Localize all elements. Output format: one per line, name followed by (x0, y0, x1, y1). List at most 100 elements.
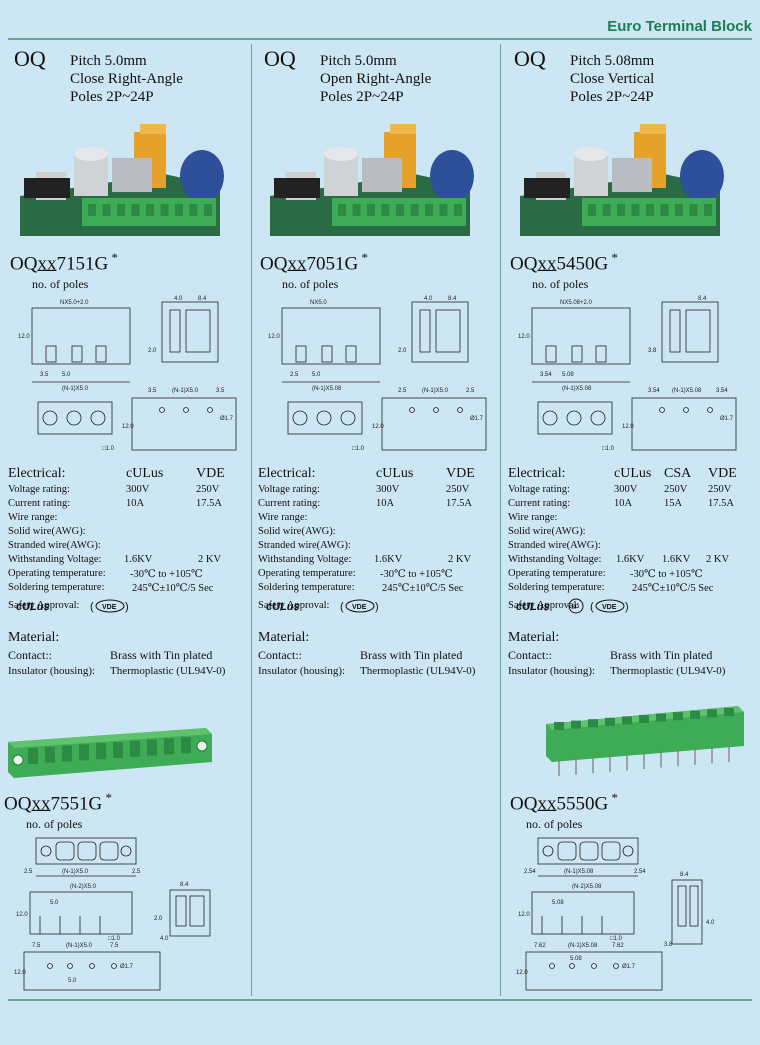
svg-text:VDE: VDE (102, 604, 117, 611)
soldering-temperature: Soldering temperature: 245℃±10℃/5 Sec (258, 582, 464, 594)
connector-slot (147, 739, 157, 756)
connector-slot (588, 719, 598, 728)
withstanding-voltage: Withstanding Voltage: 1.6KV 1.6KV 2 KV (508, 554, 730, 565)
connector-slot (410, 204, 419, 216)
svg-text:12.0: 12.0 (372, 424, 384, 430)
svg-text:Ø1.7: Ø1.7 (470, 416, 484, 422)
svg-text:(: ( (90, 601, 94, 613)
model-number: OQxx5450G * (510, 250, 618, 275)
svg-text:Ø1.7: Ø1.7 (220, 416, 234, 422)
series-name: OQ (264, 46, 296, 71)
safety-marks: cULus VDE() (266, 599, 379, 613)
svg-text:3.5: 3.5 (40, 372, 49, 378)
svg-text:7.62: 7.62 (534, 943, 546, 949)
connector-slot (704, 204, 712, 216)
insulator-material: Insulator (housing):Thermoplastic (UL94V… (258, 665, 476, 677)
material-title: Material: (8, 630, 60, 645)
svg-text:3.8: 3.8 (648, 348, 657, 354)
product-column-3: OQ Pitch 5.08mm Close Vertical Poles 2P~… (508, 44, 756, 994)
svg-text:(N-1)X5.08: (N-1)X5.08 (312, 386, 342, 392)
connector-slot (146, 204, 154, 216)
orientation-label: Close Vertical (570, 71, 655, 87)
svg-text:NX5.0+2.0: NX5.0+2.0 (60, 300, 89, 306)
svg-text:5.0: 5.0 (68, 978, 77, 984)
svg-text:4.0: 4.0 (424, 296, 433, 302)
svg-text:2.5: 2.5 (132, 869, 141, 875)
svg-text:cULus: cULus (16, 601, 50, 613)
connector-slot (675, 204, 683, 216)
connector-photo-7551g (8, 728, 212, 778)
current-rating: Current rating: 10A 15A 17.5A (508, 498, 734, 509)
svg-text:cULus: cULus (516, 601, 550, 613)
svg-text:12.0: 12.0 (518, 912, 530, 918)
connector-slot (439, 204, 448, 216)
electrical-specs: Electrical: cULus CSA VDE Voltage rating… (508, 466, 752, 618)
column-divider (251, 44, 252, 996)
solid-wire: Solid wire(AWG): (8, 526, 86, 537)
svg-text:): ) (625, 601, 629, 613)
insulator-material: Insulator (housing):Thermoplastic (UL94V… (8, 665, 226, 677)
product-column-2: OQ Pitch 5.0mm Open Right-Angle Poles 2P… (258, 44, 506, 994)
model-number-7551g: OQxx7551G * (4, 790, 112, 815)
svg-text:SP: SP (571, 605, 579, 611)
svg-text:3.5: 3.5 (216, 388, 225, 394)
svg-text:3.54: 3.54 (648, 388, 660, 394)
product-column-1: OQ Pitch 5.0mm Close Right-Angle Poles 2… (8, 44, 256, 994)
wire-range: Wire range: (258, 512, 308, 523)
svg-text:2.5: 2.5 (290, 372, 299, 378)
operating-temperature: Operating temperature: -30℃ to +105℃ (258, 568, 453, 580)
contact-material: Contact::Brass with Tin plated (258, 648, 463, 662)
dimension-drawing-7551g: (N-1)X5.0 2.5 2.5 (N-2)X5.0 5.0 12.0 8.4… (14, 837, 211, 991)
svg-text:(N-1)X5.0: (N-1)X5.0 (422, 388, 449, 394)
page-title: Euro Terminal Block (607, 18, 752, 35)
material-title: Material: (508, 630, 560, 645)
connector-slot (425, 204, 433, 216)
connector-slot (88, 204, 96, 216)
connector-slot (164, 738, 174, 755)
connector-slot (160, 204, 169, 216)
voltage-rating: Voltage rating: 300V 250V 250V (508, 484, 732, 495)
svg-text:4.0: 4.0 (160, 936, 169, 942)
model-number: OQxx7151G * (10, 250, 118, 275)
header-divider (8, 38, 752, 40)
connector-slot (724, 708, 734, 716)
connector-slot (639, 715, 649, 723)
connector-slot (181, 737, 191, 754)
svg-text:(: ( (340, 601, 344, 613)
wire-range: Wire range: (508, 512, 558, 523)
poles-note: no. of poles (526, 817, 583, 831)
connector-slot (352, 204, 361, 216)
material-specs: Material: Contact::Brass with Tin plated… (8, 630, 252, 682)
svg-text:(N-1)X5.0: (N-1)X5.0 (62, 386, 89, 392)
series-specs: Pitch 5.0mm Close Right-Angle Poles 2P~2… (70, 52, 183, 106)
poles-label: Poles 2P~24P (570, 89, 654, 105)
material-specs: Material: Contact::Brass with Tin plated… (508, 630, 752, 682)
connector-slot (338, 204, 346, 216)
svg-text:2.0: 2.0 (154, 916, 163, 922)
pitch-label: Pitch 5.08mm (570, 53, 655, 69)
voltage-rating: Voltage rating: 300V 250V (258, 484, 470, 495)
connector-slot (28, 748, 38, 764)
vde-mark-icon: VDE() (90, 599, 129, 613)
poles-note: no. of poles (32, 277, 89, 291)
svg-text:(N-1)X5.08: (N-1)X5.08 (568, 943, 598, 949)
poles-label: Poles 2P~24P (320, 89, 404, 105)
current-rating: Current rating: 10A 17.5A (258, 498, 472, 509)
material-specs: Material: Contact::Brass with Tin plated… (258, 630, 502, 682)
svg-text:VDE: VDE (352, 604, 367, 611)
withstanding-voltage: Withstanding Voltage: 1.6KV 2 KV (258, 554, 472, 565)
connector-slot (189, 204, 198, 216)
poles-note: no. of poles (532, 277, 589, 291)
svg-text:7.5: 7.5 (32, 943, 41, 949)
withstanding-voltage: Withstanding Voltage: 1.6KV 2 KV (8, 554, 222, 565)
svg-text:2.0: 2.0 (148, 348, 157, 354)
wire-range: Wire range: (8, 512, 58, 523)
connector-slot (602, 204, 611, 216)
svg-text:12.0: 12.0 (516, 970, 528, 976)
connector-photo-5550g (546, 706, 744, 776)
svg-text:12.0: 12.0 (14, 970, 26, 976)
svg-text:5.08: 5.08 (570, 956, 582, 962)
svg-text:3.5: 3.5 (148, 388, 157, 394)
contact-material: Contact::Brass with Tin plated (508, 648, 713, 662)
